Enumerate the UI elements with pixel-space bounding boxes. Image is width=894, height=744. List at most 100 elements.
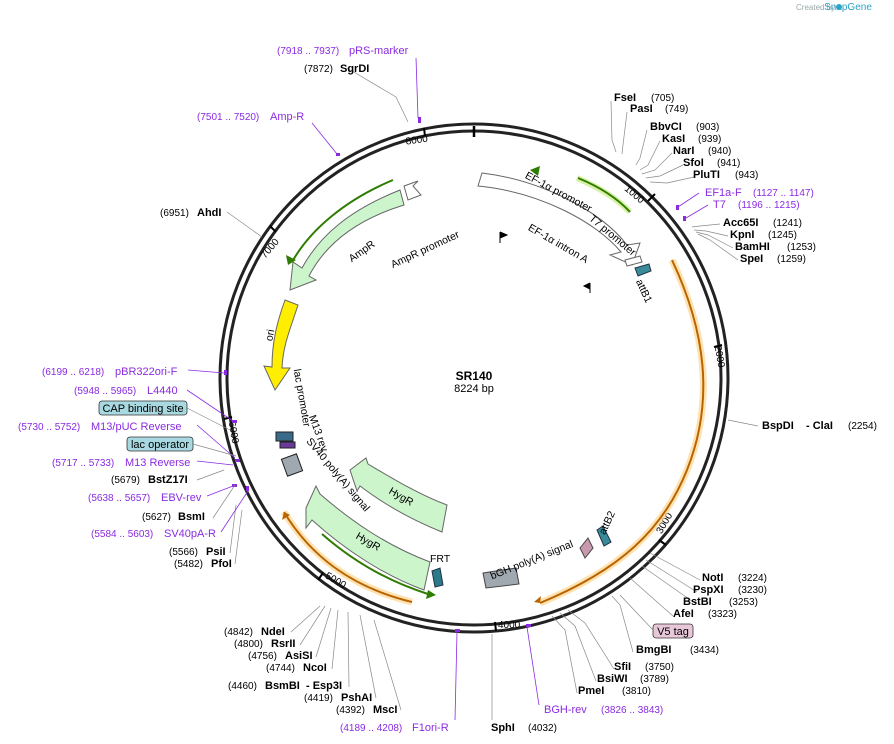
site-sfii: SfiI <box>614 661 631 673</box>
tick-4000: 4000 <box>498 620 521 631</box>
site-afei-pos: (3323) <box>708 609 737 620</box>
primer-m13rev-range: (5717 .. 5733) <box>52 458 114 469</box>
primer-t7: T7 <box>713 199 726 211</box>
amp-r-green-arrow <box>291 179 394 263</box>
v5-leader <box>619 594 654 631</box>
primer-f1ori-r-range: (4189 .. 4208) <box>340 723 402 734</box>
site-bmgbi: BmgBI <box>636 644 671 656</box>
primer-leader-lines <box>186 57 709 721</box>
site-pasi: PasI <box>630 103 653 115</box>
site-bsmbi-pos: (4460) <box>228 681 257 692</box>
orange-arrowhead-left <box>282 512 290 520</box>
tick-6000: 6000 <box>226 421 241 445</box>
hygr-arrow-1 <box>349 457 448 533</box>
orange-arc-left <box>283 511 413 603</box>
frt-label: FRT <box>430 553 451 565</box>
site-sgrdi: SgrDI <box>340 63 369 75</box>
ori-arrow <box>263 299 299 392</box>
site-pluti: PluTI <box>693 169 720 181</box>
site-bstbi-pos: (3253) <box>729 597 758 608</box>
site-pfoi: PfoI <box>211 558 232 570</box>
site-psii: PsiI <box>206 546 226 558</box>
ampr-promoter-arrow <box>403 180 422 201</box>
primer-prs-marker: pRS-marker <box>349 45 409 57</box>
primer-m13-reverse: M13 Reverse <box>125 457 190 469</box>
tick-2000: 2000 <box>712 345 727 369</box>
orange-arc-right <box>539 259 705 604</box>
attb2-marker <box>596 525 612 547</box>
site-pasi-pos: (749) <box>665 104 688 115</box>
primer-l4440-range: (5948 .. 5965) <box>74 386 136 397</box>
attb1-marker <box>634 263 652 277</box>
site-pluti-pos: (943) <box>735 170 758 181</box>
primer-pbr322ori-f: pBR322ori-F <box>115 366 178 378</box>
attb2-label: attB2 <box>597 509 618 536</box>
site-nari: NarI <box>673 145 694 157</box>
lac-operator-label: lac operator <box>131 439 189 451</box>
tick-marks <box>223 127 723 632</box>
site-kasi-pos: (939) <box>698 134 721 145</box>
primer-ef1a-f: EF1a-F <box>705 187 742 199</box>
plasmid-name: SR140 <box>456 369 493 383</box>
primer-amp-r-range: (7501 .. 7520) <box>197 112 259 123</box>
site-bstbi: BstBI <box>683 596 712 608</box>
v5-tag-marker <box>579 537 594 559</box>
primer-ef1a-f-range: (1127 .. 1147) <box>753 188 814 199</box>
ori-label: ori <box>263 328 277 342</box>
brand-text: SnapGene <box>824 2 872 13</box>
site-asisi-pos: (4756) <box>248 651 277 662</box>
primer-l4440: L4440 <box>147 385 178 397</box>
green-hygr-arrow <box>321 533 429 595</box>
ampr-promoter-label: AmpR promoter <box>389 228 462 270</box>
site-pspxi-pos: (3230) <box>738 585 767 596</box>
lac-operator-mark <box>275 431 294 442</box>
v5-tag-box <box>652 623 694 639</box>
primer-prs-marker-range: (7918 .. 7937) <box>277 46 339 57</box>
attb1-label: attB1 <box>633 277 654 304</box>
primer-sv40pa-r-range: (5584 .. 5603) <box>91 529 153 540</box>
tick-8000: 8000 <box>405 134 429 148</box>
site-sfoi: SfoI <box>683 157 704 169</box>
site-ahdi-pos: (6951) <box>160 208 189 219</box>
site-acc65i: Acc65I <box>723 217 758 229</box>
primer-t7-range: (1196 .. 1215) <box>738 200 800 211</box>
site-ndei-pos: (4842) <box>224 627 253 638</box>
site-acc65i-pos: (1241) <box>773 218 802 229</box>
site-asisi: AsiSI <box>285 650 313 662</box>
primer-m13puc-range: (5730 .. 5752) <box>18 422 80 433</box>
v5-tag-label: V5 tag <box>657 626 689 638</box>
site-ncoi-pos: (4744) <box>266 663 295 674</box>
primer-bgh-rev-range: (3826 .. 3843) <box>601 705 663 716</box>
primer-m13puc-reverse: M13/pUC Reverse <box>91 421 181 433</box>
ampr-label: AmpR <box>347 238 378 265</box>
site-afei: AfeI <box>673 608 694 620</box>
primer-f1ori-r: F1ori-R <box>412 722 449 734</box>
credit-text: Created by <box>796 3 835 12</box>
site-pshai-pos: (4419) <box>304 693 333 704</box>
site-pshai: PshAI <box>341 692 372 704</box>
leader-lines <box>196 67 759 720</box>
primer-ebv-rev: EBV-rev <box>161 492 202 504</box>
frt-marker <box>431 567 444 588</box>
site-bbvci-pos: (903) <box>696 122 719 133</box>
site-fsei-pos: (705) <box>651 93 674 104</box>
t7-promoter-arrow <box>624 255 643 267</box>
site-pfoi-pos: (5482) <box>174 559 203 570</box>
site-pspxi: PspXI <box>693 584 724 596</box>
green-arrowhead-amp <box>286 255 296 265</box>
intron-flag-2 <box>582 282 591 293</box>
site-bamhi: BamHI <box>735 241 770 253</box>
site-bstz17i: BstZ17I <box>148 474 188 486</box>
site-bsiwi-pos: (3789) <box>640 674 669 685</box>
site-bsmi-pos: (5627) <box>142 512 171 523</box>
site-kasi: KasI <box>662 133 685 145</box>
site-bsmbi: BsmBI <box>265 680 300 692</box>
intron-flag-1 <box>499 231 509 243</box>
orange-arrowhead-right <box>534 596 541 603</box>
ef1a-intron-label: EF-1α intron A <box>526 222 590 266</box>
site-kpni-pos: (1245) <box>768 230 797 241</box>
backbone-outer <box>218 122 730 634</box>
site-sphi-pos: (4032) <box>528 723 557 734</box>
site-esp3i: - Esp3I <box>306 680 342 692</box>
site-sphi: SphI <box>491 722 515 734</box>
